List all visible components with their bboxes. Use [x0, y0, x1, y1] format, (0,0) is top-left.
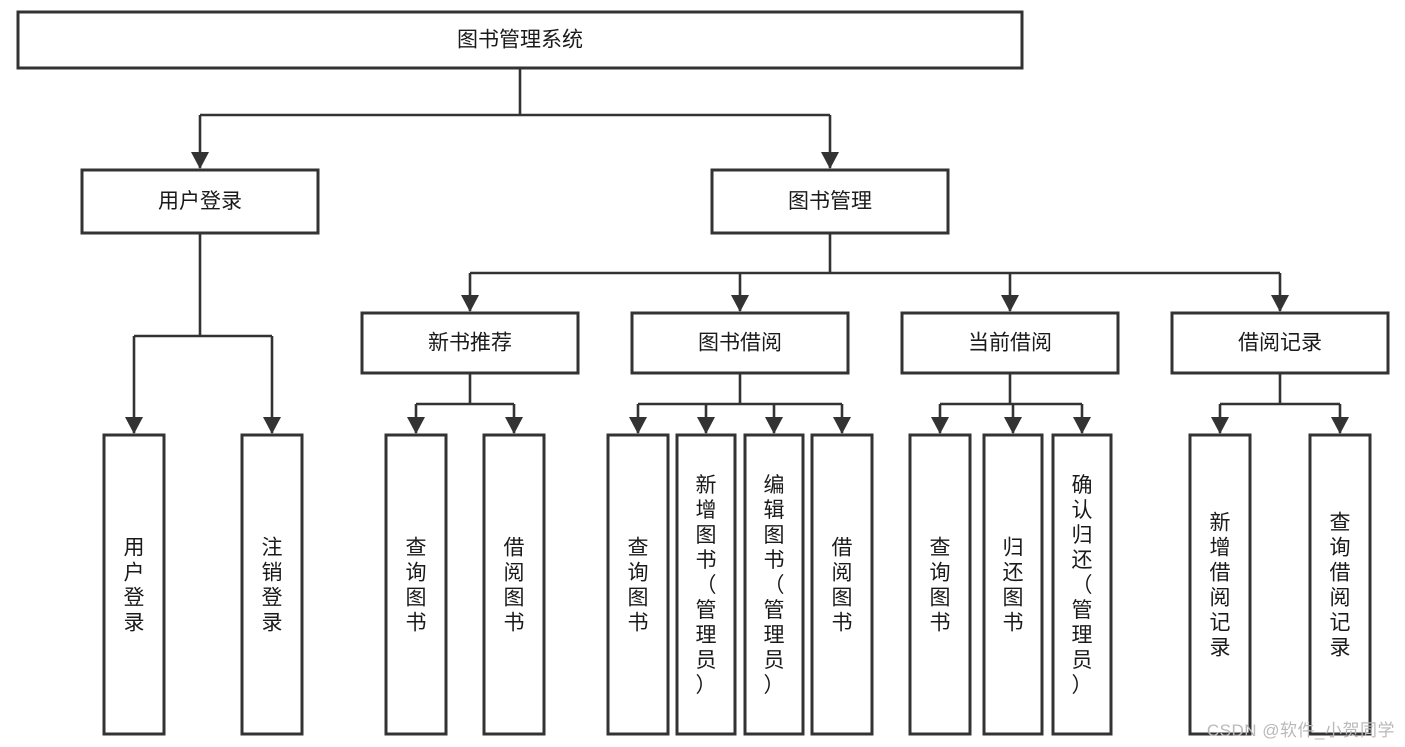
arrow-head-icon — [125, 417, 143, 434]
node-label: 确认归还（管理员） — [1072, 474, 1093, 697]
node-l3-new-book-recommend[interactable]: 新书推荐 — [360, 311, 580, 375]
node-box[interactable] — [384, 433, 448, 736]
arrow-head-icon — [263, 417, 281, 434]
node-l2-book-manage[interactable]: 图书管理 — [710, 168, 950, 235]
node-box[interactable] — [80, 168, 320, 235]
node-root-root[interactable]: 图书管理系统 — [16, 10, 1024, 70]
arrow-head-icon — [1004, 417, 1022, 434]
node-l3-current-borrow[interactable]: 当前借阅 — [900, 311, 1120, 375]
node-l2-user-login[interactable]: 用户登录 — [80, 168, 320, 235]
arrow-head-icon — [407, 417, 425, 434]
node-box[interactable] — [482, 433, 546, 736]
node-box[interactable] — [630, 311, 850, 375]
node-label: 借阅图书 — [832, 537, 853, 635]
node-box[interactable] — [710, 168, 950, 235]
node-box[interactable] — [240, 433, 304, 736]
node-box[interactable] — [743, 433, 805, 736]
arrow-head-icon — [1001, 295, 1019, 312]
node-box[interactable] — [360, 311, 580, 375]
node-label: 查询图书 — [406, 537, 427, 635]
node-leaf-leaf-user-logout[interactable]: 注销登录 — [240, 433, 304, 736]
node-l3-book-borrow[interactable]: 图书借阅 — [630, 311, 850, 375]
arrow-head-icon — [505, 417, 523, 434]
arrow-head-icon — [931, 417, 949, 434]
node-layer: 图书管理系统用户登录图书管理新书推荐图书借阅当前借阅借阅记录用户登录注销登录查询… — [16, 10, 1390, 736]
arrow-head-icon — [697, 417, 715, 434]
node-label: 用户登录 — [158, 190, 242, 213]
node-box[interactable] — [102, 433, 166, 736]
node-leaf-leaf-query-book-2[interactable]: 查询图书 — [606, 433, 670, 736]
node-box[interactable] — [1188, 433, 1252, 736]
node-leaf-leaf-edit-book[interactable]: 编辑图书（管理员） — [743, 433, 805, 736]
node-leaf-leaf-query-book-3[interactable]: 查询图书 — [908, 433, 972, 736]
node-box[interactable] — [810, 433, 874, 736]
node-box[interactable] — [675, 433, 737, 736]
connector-layer — [125, 68, 1349, 434]
node-label: 查询借阅记录 — [1330, 512, 1351, 660]
arrow-head-icon — [1211, 417, 1229, 434]
arrow-head-icon — [1073, 417, 1091, 434]
node-label: 归还图书 — [1003, 537, 1024, 635]
node-box[interactable] — [16, 10, 1024, 70]
node-label: 图书借阅 — [698, 332, 782, 355]
node-label: 当前借阅 — [968, 332, 1052, 355]
arrow-head-icon — [821, 152, 839, 169]
node-leaf-leaf-user-login[interactable]: 用户登录 — [102, 433, 166, 736]
node-leaf-leaf-query-book-1[interactable]: 查询图书 — [384, 433, 448, 736]
arrow-head-icon — [731, 295, 749, 312]
node-box[interactable] — [606, 433, 670, 736]
node-label: 查询图书 — [628, 537, 649, 635]
node-box[interactable] — [1170, 311, 1390, 375]
arrow-head-icon — [765, 417, 783, 434]
node-label: 新增图书（管理员） — [696, 474, 717, 697]
node-label: 注销登录 — [262, 537, 283, 635]
node-leaf-leaf-borrow-book-2[interactable]: 借阅图书 — [810, 433, 874, 736]
node-leaf-leaf-confirm-return[interactable]: 确认归还（管理员） — [1051, 433, 1113, 736]
node-box[interactable] — [900, 311, 1120, 375]
arrow-head-icon — [191, 152, 209, 169]
node-box[interactable] — [982, 433, 1044, 736]
arrow-head-icon — [461, 295, 479, 312]
node-leaf-leaf-borrow-book-1[interactable]: 借阅图书 — [482, 433, 546, 736]
node-label: 编辑图书（管理员） — [764, 474, 785, 697]
node-box[interactable] — [908, 433, 972, 736]
node-label: 查询图书 — [930, 537, 951, 635]
node-box[interactable] — [1051, 433, 1113, 736]
node-label: 用户登录 — [124, 537, 145, 635]
node-box[interactable] — [1308, 433, 1372, 736]
node-l3-borrow-record[interactable]: 借阅记录 — [1170, 311, 1390, 375]
node-label: 图书管理系统 — [457, 29, 583, 52]
arrow-head-icon — [629, 417, 647, 434]
node-leaf-leaf-query-record[interactable]: 查询借阅记录 — [1308, 433, 1372, 736]
node-label: 借阅记录 — [1238, 332, 1322, 355]
arrow-head-icon — [1271, 295, 1289, 312]
node-label: 新增借阅记录 — [1210, 512, 1231, 660]
node-label: 新书推荐 — [428, 332, 512, 355]
node-leaf-leaf-add-record[interactable]: 新增借阅记录 — [1188, 433, 1252, 736]
arrow-head-icon — [833, 417, 851, 434]
arrow-head-icon — [1331, 417, 1349, 434]
node-label: 图书管理 — [788, 190, 872, 213]
node-label: 借阅图书 — [504, 537, 525, 635]
node-leaf-leaf-return-book[interactable]: 归还图书 — [982, 433, 1044, 736]
node-leaf-leaf-add-book[interactable]: 新增图书（管理员） — [675, 433, 737, 736]
